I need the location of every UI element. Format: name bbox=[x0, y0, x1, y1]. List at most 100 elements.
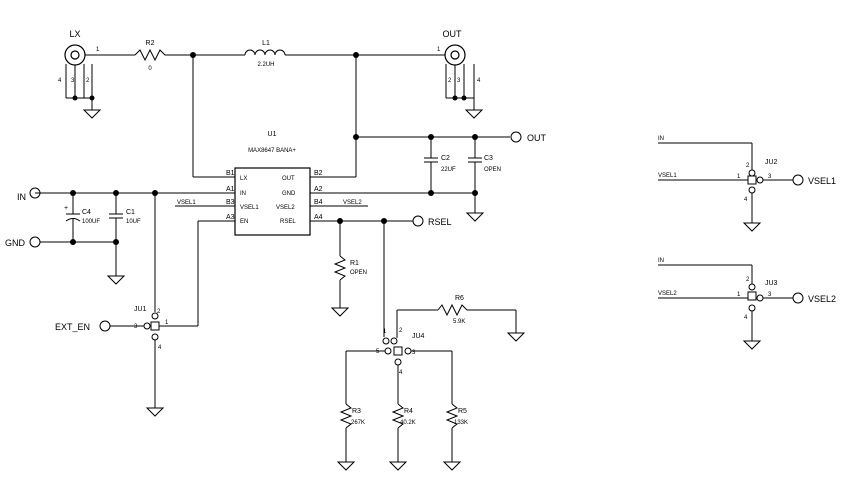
out-pin-1: 1 bbox=[437, 47, 441, 53]
c3-ref: C3 bbox=[484, 155, 493, 162]
ju3-in-net: IN bbox=[658, 258, 664, 264]
in-net-label: IN bbox=[17, 192, 26, 202]
c2-value: 22UF bbox=[441, 167, 456, 173]
ju1-pin-4: 4 bbox=[158, 345, 162, 351]
u1-pin-en: EN bbox=[240, 219, 248, 225]
ju3-vsel2-net: VSEL2 bbox=[658, 291, 677, 297]
ju2-pin-3: 3 bbox=[768, 174, 772, 180]
u1-pin-a1: A1 bbox=[226, 186, 235, 193]
inductor-l1 bbox=[193, 49, 445, 56]
lx-pin-1: 1 bbox=[96, 47, 100, 53]
ju4-pin-2: 2 bbox=[399, 328, 403, 334]
c4-polarity: + bbox=[64, 205, 68, 212]
r5-value: 133K bbox=[454, 420, 468, 426]
out-pin-4: 4 bbox=[477, 78, 481, 84]
rsel-net-label: RSEL bbox=[428, 217, 452, 227]
u1-pin-a4: A4 bbox=[314, 214, 323, 221]
resistor-r5 bbox=[442, 403, 462, 471]
ju3-pin-2: 2 bbox=[746, 277, 750, 283]
ext-en-net-label: EXT_EN bbox=[55, 322, 90, 332]
ju1-pin-2: 2 bbox=[157, 309, 161, 315]
ju2-pin-1: 1 bbox=[737, 174, 741, 180]
capacitor-c3 bbox=[468, 137, 482, 213]
jumper-ju3 bbox=[658, 264, 804, 350]
lx-pin-4: 4 bbox=[58, 78, 62, 84]
resistor-r4 bbox=[388, 403, 408, 471]
c1-ref: C1 bbox=[126, 209, 135, 216]
c3-value: OPEN bbox=[484, 167, 501, 173]
l1-ref: L1 bbox=[262, 40, 270, 47]
lx-pin-3: 3 bbox=[71, 78, 75, 84]
r3-ref: R3 bbox=[352, 408, 361, 415]
r4-value: 40.2K bbox=[400, 420, 416, 426]
jumper-ju4 bbox=[345, 221, 526, 404]
ju4-pin-1: 1 bbox=[383, 329, 387, 335]
capacitor-c2 bbox=[424, 137, 438, 193]
ju2-vsel1-label: VSEL1 bbox=[808, 176, 836, 186]
c1-value: 10UF bbox=[126, 219, 141, 225]
ju2-in-net: IN bbox=[658, 136, 664, 142]
connector-lx-label: LX bbox=[69, 29, 80, 39]
vsel2-net-label: VSEL2 bbox=[343, 200, 362, 206]
u1-pin-lx: LX bbox=[240, 176, 247, 182]
r1-value: OPEN bbox=[350, 270, 367, 276]
u1-pin-b1: B1 bbox=[226, 170, 235, 177]
ju1-pin-3: 3 bbox=[134, 324, 138, 330]
u1-pin-vsel1: VSEL1 bbox=[240, 205, 259, 211]
lx-pin-2: 2 bbox=[86, 78, 90, 84]
u1-pin-rsel: RSEL bbox=[280, 219, 296, 225]
ju3-pin-4: 4 bbox=[744, 315, 748, 321]
ju4-ref: JU4 bbox=[412, 333, 425, 340]
ju3-pin-1: 1 bbox=[737, 292, 741, 298]
r3-value: 267K bbox=[351, 420, 365, 426]
ju3-ref: JU3 bbox=[765, 280, 778, 287]
c2-ref: C2 bbox=[441, 155, 450, 162]
capacitor-c1 bbox=[106, 193, 126, 285]
connector-out-label: OUT bbox=[443, 29, 463, 39]
out-terminal bbox=[510, 131, 522, 143]
u1-pin-vsel2: VSEL2 bbox=[276, 205, 295, 211]
out-pin-2: 2 bbox=[448, 78, 452, 84]
u1-ref: U1 bbox=[268, 131, 277, 138]
r5-ref: R5 bbox=[458, 408, 467, 415]
r2-ref: R2 bbox=[146, 40, 155, 47]
ju3-vsel2-label: VSEL2 bbox=[808, 294, 836, 304]
connector-lx bbox=[64, 44, 135, 119]
rsel-terminal bbox=[412, 215, 424, 227]
connector-out bbox=[444, 44, 484, 119]
r1-ref: R1 bbox=[350, 260, 359, 267]
gnd-net-label: GND bbox=[5, 238, 26, 248]
gnd-terminal bbox=[29, 236, 41, 248]
ju4-pin-3: 3 bbox=[412, 350, 416, 356]
l1-value: 2.2UH bbox=[257, 62, 274, 68]
u1-pin-b2: B2 bbox=[314, 170, 323, 177]
ju2-ref: JU2 bbox=[765, 159, 778, 166]
ju4-pin-5: 5 bbox=[376, 349, 380, 355]
ju3-pin-3: 3 bbox=[768, 292, 772, 298]
r6-ref: R6 bbox=[455, 295, 464, 302]
ground-symbol bbox=[465, 212, 485, 222]
resistor-r2 bbox=[134, 48, 193, 62]
out-net-label: OUT bbox=[527, 133, 547, 143]
resistor-r3 bbox=[336, 403, 356, 471]
u1-pin-out: OUT bbox=[282, 176, 295, 182]
ju2-pin-2: 2 bbox=[746, 163, 750, 169]
ju2-vsel1-net: VSEL1 bbox=[658, 173, 677, 179]
r6-value: 5.9K bbox=[453, 319, 465, 325]
u1-pin-b4: B4 bbox=[314, 199, 323, 206]
r4-ref: R4 bbox=[404, 408, 413, 415]
u1-pin-b3: B3 bbox=[226, 199, 235, 206]
out-pin-3: 3 bbox=[457, 78, 461, 84]
u1-part: MAX8647 BANA+ bbox=[248, 148, 296, 154]
jumper-ju2 bbox=[658, 142, 804, 232]
ju4-pin-4: 4 bbox=[399, 370, 403, 376]
in-terminal bbox=[29, 187, 41, 199]
capacitor-c4 bbox=[65, 193, 81, 242]
ju1-pin-1: 1 bbox=[165, 320, 169, 326]
ju2-pin-4: 4 bbox=[744, 197, 748, 203]
u1-pin-gnd: GND bbox=[282, 191, 296, 197]
ic-u1-body bbox=[234, 167, 311, 236]
u1-pin-a2: A2 bbox=[314, 186, 323, 193]
c4-ref: C4 bbox=[82, 209, 91, 216]
